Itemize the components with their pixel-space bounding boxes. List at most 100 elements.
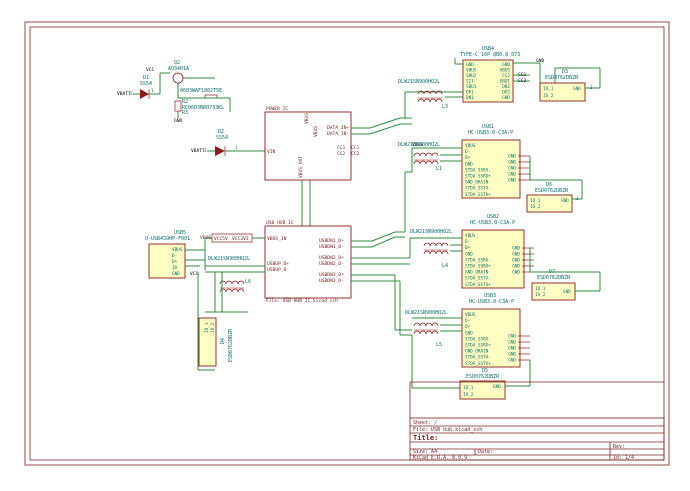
usb1-pin-1: D- <box>465 149 470 155</box>
title-block: Sheet: / File: USB hub.kicad_sch Title: … <box>409 417 665 461</box>
power-ic-port-vbus-out: VBUS_OUT <box>298 156 304 178</box>
power-ic-port-vbus: VBUS <box>304 113 310 124</box>
usb1-gnd-3: GND <box>508 172 516 178</box>
usb5-pin-0: VBUS <box>172 247 183 253</box>
hub-ic-port-usbup-n: USBUP_D- <box>267 267 289 273</box>
usb3-gnd-2: GND <box>508 346 516 352</box>
usb5-pin-1: D- <box>172 253 177 259</box>
l5-coil-1 <box>413 330 439 335</box>
l4-value: DLW21SN900HQ2L <box>410 229 452 235</box>
usb4-value: TYPE-C 16P QB0.8 073 <box>460 52 520 58</box>
usb1-pin-0: VBUS <box>465 143 476 149</box>
d3-esd: D3 ESD0762DBZR IO_1 IO_2 GND 3 <box>539 69 600 102</box>
l4-choke: DLW21SN900HQ2L L4 <box>410 229 462 269</box>
usb5-pin-4: GND <box>172 271 180 277</box>
usb2-pin-7: STDA_SSTX- <box>465 276 491 282</box>
hub-ic-port-dn1-p: USBDN1_D+ <box>319 238 344 244</box>
usb3-pin-5: STDA_SSRX+ <box>465 343 491 349</box>
l1-choke: DLW21SN900HQ2L L1 <box>398 142 462 172</box>
l6-ref: L6 <box>245 279 251 285</box>
power-ic-port-vin: VIN <box>267 149 276 155</box>
usb4-gnd: GND <box>536 58 545 64</box>
usb3-gnd-3: GND <box>508 352 516 358</box>
usb3-pins: VBUSD-D+GNDSTDA_SSRX-STDA_SSRX+GND_DRAIN… <box>465 312 491 367</box>
usb2-pin-0: VBUS <box>465 233 476 239</box>
d6-ref: D6 <box>546 182 552 188</box>
d4-io1: IO_1 <box>204 322 210 333</box>
usb5-pin-3: ID <box>172 265 178 271</box>
usb2-pin-8: STDA_SSTX+ <box>465 282 491 288</box>
usb3-pin-1: D- <box>465 318 470 324</box>
usb1-gnd-2: GND <box>508 166 516 172</box>
usb3-pin-7: STDA_SSTX- <box>465 355 491 361</box>
power-ic-title: POWER IC <box>266 106 288 112</box>
usb3-pin-2: D+ <box>465 324 471 330</box>
l3-ref: L3 <box>442 104 448 110</box>
l4-ref: L4 <box>442 263 448 269</box>
d6-io2: IO_2 <box>530 204 541 210</box>
q2-value: AO3401A <box>168 66 189 72</box>
usb4-pin-right-2: CC2 <box>502 73 510 79</box>
l4-coil-0 <box>423 242 449 247</box>
d2-ref: D2 <box>218 129 224 135</box>
q2-mosfet-icon <box>172 72 184 84</box>
d4-value: ESD0762DBZR <box>228 328 234 362</box>
hub-dn-wires <box>351 171 412 336</box>
usb2-pin-6: GND_DRAIN <box>465 270 489 276</box>
d3-ref: D3 <box>562 69 568 75</box>
usb4-net-cc2: CC2 <box>518 78 527 84</box>
d7-io2: IO_2 <box>535 292 546 298</box>
usb2-pin-5: STDA_SSRX+ <box>465 264 491 270</box>
d6-io1: IO_1 <box>530 198 541 204</box>
l3-choke: DLW21SN900HQ2L L3 <box>398 79 463 110</box>
drawing-frame-inner <box>29 26 665 461</box>
usb3-pin-6: GND_DRAIN <box>465 349 489 355</box>
frame-guides <box>409 381 664 418</box>
usb4-ref: USB4 <box>482 46 494 52</box>
usb2-pin-2: D+ <box>465 245 471 251</box>
usb5-pin-2: D+ <box>172 259 178 265</box>
d6-esd: D6 ESD0762DBZR IO_1 IO_2 GND 3 <box>526 179 583 213</box>
hub-ic-title: USB HUB IC <box>266 220 294 226</box>
power-ic-data-wires <box>351 91 445 135</box>
usb3-pin-8: STDA_SSTX+ <box>465 361 491 367</box>
tb-title: Title: <box>413 434 438 442</box>
usb3-gnd-1: GND <box>508 340 516 346</box>
usb4-pin-left-4: SBU1 <box>466 84 477 90</box>
usb3-value: HC-USB3.0-C3A-P <box>469 299 514 305</box>
usb3-pin-3: GND <box>465 330 473 336</box>
l5-choke: DLW21SN900HQ2L L5 <box>405 310 462 348</box>
usb1-pin-5: STDA_SSRX+ <box>465 174 491 180</box>
usb3-connector: USB3 HC-USB3.0-C3A-P VBUSD-D+GNDSTDA_SSR… <box>412 293 530 368</box>
usb2-connector: USB2 HC-USB3.0-C3A-P VBUSD-D+GNDSTDA_SSR… <box>409 214 534 289</box>
hub-vcc33-label: VCC3V3 <box>232 236 249 242</box>
usb2-pin-3: GND <box>465 251 473 257</box>
r2-value: 0603WAF1002T5E <box>180 88 222 94</box>
r3-resistor-icon <box>174 100 182 112</box>
usb1-pin-8: STDA_SSTX+ <box>465 192 491 198</box>
usb1-pin-7: STDA_SSTX- <box>465 186 491 192</box>
hub-ic-port-vbus-in: VBUS_IN <box>267 236 287 242</box>
vbatt-label: VBATT <box>117 91 131 97</box>
usb2-gnd-1: GND <box>512 252 520 258</box>
q2-ref: Q2 <box>174 60 180 66</box>
d5-io1: IO_1 <box>463 385 474 391</box>
usb4-pin-right-1: VBUS <box>500 68 511 74</box>
d2-value: SS54 <box>216 135 228 141</box>
l5-value: DLW21SN900HQ2L <box>405 310 447 316</box>
d7-io1: IO_1 <box>535 286 546 292</box>
vbatt-label-2: VBATT <box>191 148 205 154</box>
l1-value: DLW21SN900HQ2L <box>398 142 440 148</box>
usb2-gnd-2: GND <box>512 258 520 264</box>
tb-date: Date: <box>478 449 493 455</box>
usb5-vcc: VCC <box>190 271 199 277</box>
usb4-connector: USB4 TYPE-C 16P QB0.8 073 GNDVBUSSBU2CC1… <box>454 46 601 103</box>
l6-choke: DLW21SN900HQ2L L6 <box>205 256 265 313</box>
power-ic-net-cc2: CC2 <box>351 151 360 157</box>
